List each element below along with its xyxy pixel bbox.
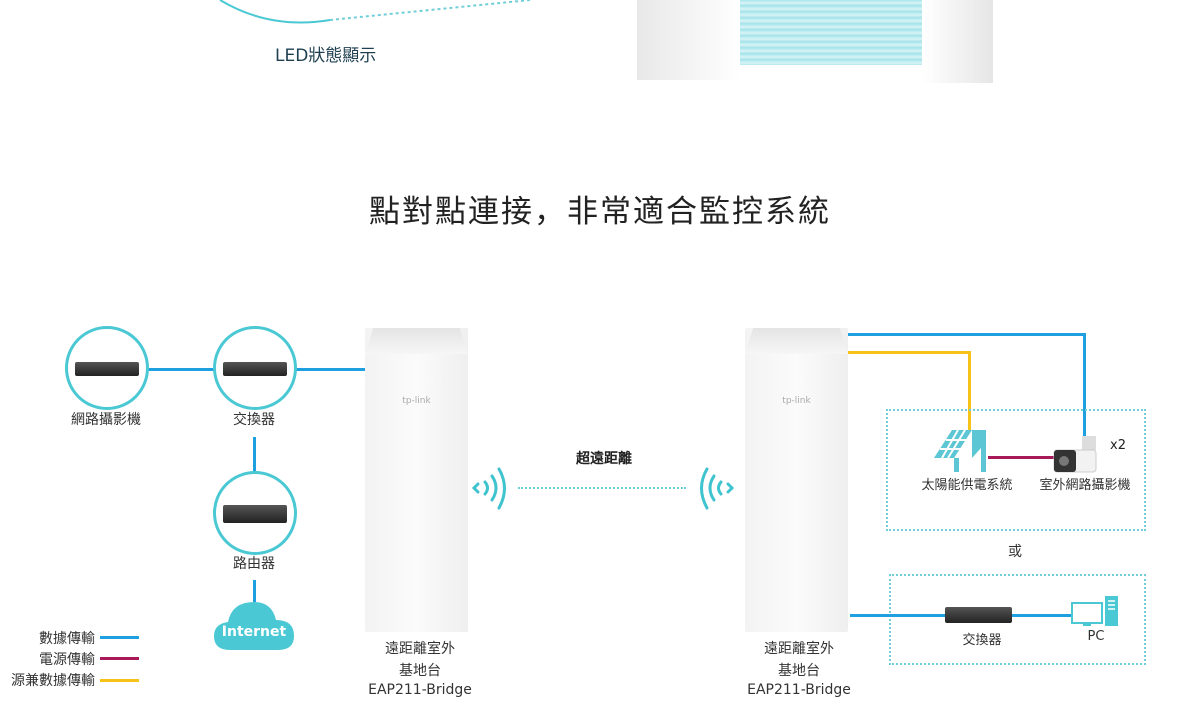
nvr-icon <box>75 362 139 376</box>
power-link <box>988 456 1056 459</box>
legend-poe-swatch <box>100 679 139 682</box>
wifi-signal-left-icon <box>700 467 734 510</box>
right-device-line2: 基地台 <box>778 663 820 679</box>
right-device-model: EAP211-Bridge <box>747 682 851 698</box>
or-label: 或 <box>1008 544 1022 560</box>
camera-count: x2 <box>1110 438 1126 453</box>
legend-power-swatch <box>100 657 139 660</box>
page-heading: 點對點連接，非常適合監控系統 <box>369 194 831 230</box>
solar-label: 太陽能供電系統 <box>921 478 1013 493</box>
solar-panel-icon <box>934 429 986 472</box>
wireless-link-line <box>518 487 686 489</box>
nvr-circle <box>65 326 149 410</box>
pc-option-box <box>889 574 1146 665</box>
led-status-label: LED狀態顯示 <box>275 46 377 66</box>
left-device-line1: 遠距離室外 <box>385 641 455 657</box>
data-link <box>146 368 216 371</box>
camera-option-box <box>886 409 1146 531</box>
nvr-label: 網路攝影機 <box>71 412 141 428</box>
outdoor-camera-icon <box>1053 436 1097 473</box>
data-link <box>838 333 1086 336</box>
left-bridge-device: tp-link <box>365 328 468 632</box>
pc-icon <box>1071 596 1118 626</box>
switch-label: 交換器 <box>233 412 275 428</box>
internet-label: Internet <box>221 624 287 640</box>
router-label: 路由器 <box>233 556 275 572</box>
switch-label-right: 交換器 <box>962 633 1002 648</box>
left-device-line2: 基地台 <box>399 663 441 679</box>
pc-label: PC <box>1087 629 1105 644</box>
internet-cloud-icon <box>214 602 294 650</box>
data-link <box>253 437 256 474</box>
led-callout-circle <box>219 0 531 24</box>
data-link <box>295 368 365 371</box>
switch-circle <box>213 326 297 410</box>
legend-data-swatch <box>100 636 139 639</box>
left-device-model: EAP211-Bridge <box>368 682 472 698</box>
product-image-top <box>637 0 993 83</box>
switch-icon <box>223 362 287 376</box>
outdoor-camera-label: 室外網路攝影機 <box>1039 478 1131 493</box>
right-bridge-device: tp-link <box>745 328 848 632</box>
wifi-signal-right-icon <box>472 467 506 510</box>
tp-link-logo: tp-link <box>782 396 811 406</box>
long-distance-label: 超遠距離 <box>576 451 632 467</box>
legend-data-label: 數據傳輸 <box>39 631 95 647</box>
switch-icon <box>945 607 1012 623</box>
legend-poe-label: 源兼數據傳輸 <box>11 673 95 689</box>
poe-link <box>968 351 971 431</box>
poe-link <box>848 351 971 354</box>
router-circle <box>213 471 297 555</box>
tp-link-logo: tp-link <box>402 396 431 406</box>
legend-power-label: 電源傳輸 <box>39 652 95 668</box>
router-icon <box>223 505 287 523</box>
data-link <box>1083 333 1086 441</box>
data-link <box>253 580 256 602</box>
right-device-line1: 遠距離室外 <box>764 641 834 657</box>
